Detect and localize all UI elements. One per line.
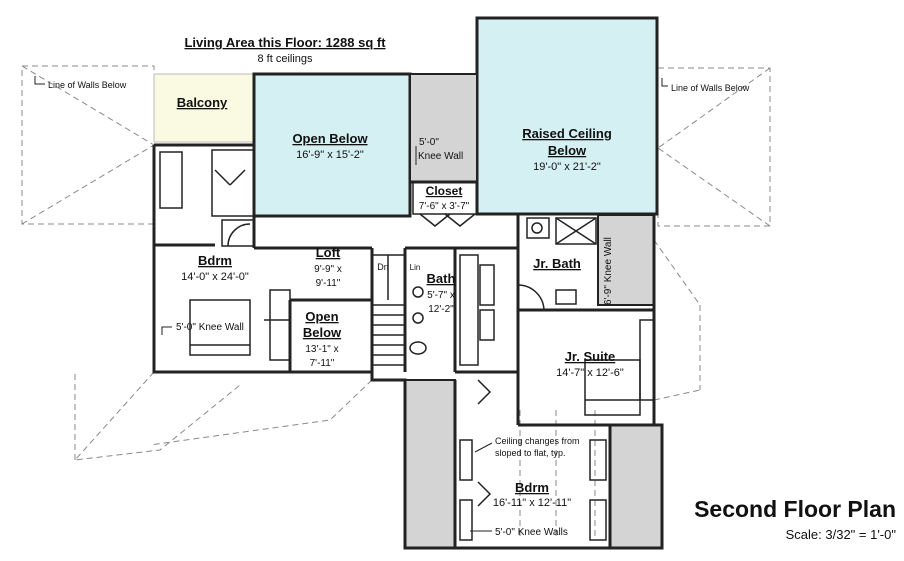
room-raised-ceiling-name: Raised Ceiling <box>522 126 612 141</box>
walls-below-label-right: Line of Walls Below <box>671 83 750 93</box>
room-jr-suite-dims: 14'-7" x 12'-6" <box>556 367 624 379</box>
knee-wall-label-jr: 6'-9" Knee Wall <box>603 237 614 305</box>
room-loft-dims: 9'-9" x <box>314 264 342 275</box>
room-open-below-dims: 16'-9" x 15'-2" <box>296 149 364 161</box>
walls-below-label-left: Line of Walls Below <box>48 80 127 90</box>
balcony-area <box>153 73 255 143</box>
wall-outline <box>152 143 664 550</box>
room-raised-ceiling-name-2: Below <box>548 143 587 158</box>
room-raised-ceiling-dims: 19'-0" x 21'-2" <box>533 161 601 173</box>
raised-ceiling-area <box>475 16 659 216</box>
linen-label: Lin <box>410 263 421 272</box>
knee-wall-label-top: 5'-0" <box>419 137 439 148</box>
plan-title: Second Floor Plan <box>694 496 896 522</box>
leader-lines <box>34 76 668 532</box>
stair-down-label: Dn <box>377 262 389 272</box>
plan-details <box>159 149 655 541</box>
room-jr-suite-name: Jr. Suite <box>565 349 616 364</box>
room-open-below-2-dims: 13'-1" x <box>305 344 338 355</box>
room-jr-bath-name: Jr. Bath <box>533 256 581 271</box>
ceiling-height-note: 8 ft ceilings <box>257 53 313 65</box>
room-bath-dims: 5'-7" x <box>427 290 455 301</box>
room-loft-dims-2: 9'-11" <box>316 278 341 289</box>
room-open-below-2-name: Open <box>305 309 338 324</box>
knee-wall-label-bdrm: 5'-0" Knee Wall <box>176 322 244 333</box>
ceiling-note-line-1: Ceiling changes from <box>495 436 580 446</box>
room-bdrm-left-name: Bdrm <box>198 253 232 268</box>
room-bath-name: Bath <box>427 271 456 286</box>
room-bdrm-bottom-name: Bdrm <box>515 480 549 495</box>
plan-scale: Scale: 3/32" = 1'-0" <box>786 527 897 542</box>
room-bath-dims-2: 12'-2" <box>428 304 454 315</box>
room-open-below-name: Open Below <box>292 131 368 146</box>
room-open-below-2-name-2: Below <box>303 325 342 340</box>
knee-wall-area-left <box>404 379 456 549</box>
room-bdrm-left-dims: 14'-0" x 24'-0" <box>181 271 249 283</box>
ceiling-note-line-2: sloped to flat, typ. <box>495 448 566 458</box>
stairs <box>372 255 405 366</box>
living-area-title: Living Area this Floor: 1288 sq ft <box>184 35 386 50</box>
room-closet-dims: 7'-6" x 3'-7" <box>419 201 470 212</box>
room-closet-name: Closet <box>426 184 463 198</box>
room-bdrm-bottom-dims: 16'-11" x 12'-11" <box>493 497 571 509</box>
knee-wall-label-top-2: Knee Wall <box>418 151 463 162</box>
knee-walls-label-bottom: 5'-0" Knee Walls <box>495 527 568 538</box>
room-open-below-2-dims-2: 7'-11" <box>310 358 335 369</box>
room-balcony: Balcony <box>177 95 228 110</box>
room-loft-name: Loft <box>316 245 341 260</box>
knee-wall-area-top <box>409 73 478 183</box>
